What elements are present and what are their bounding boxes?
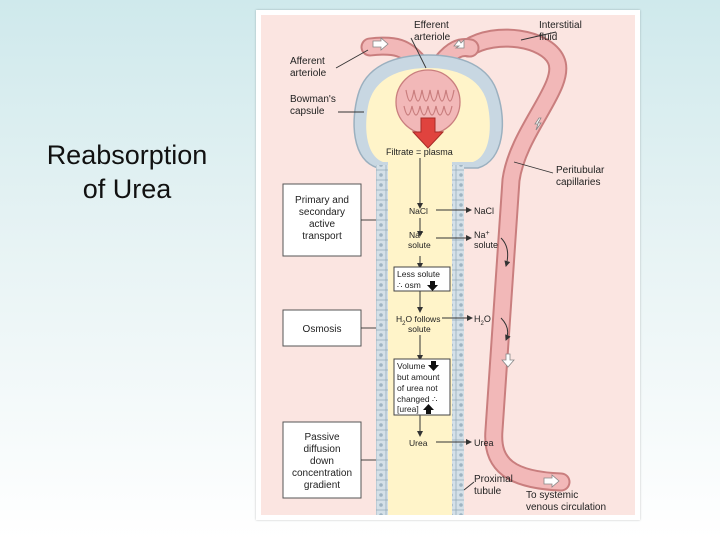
- afferent-label: Afferent: [290, 56, 325, 67]
- nephron-figure: Efferent arteriole Interstitial fluid Af…: [256, 10, 640, 520]
- less-solute-box: [393, 266, 451, 292]
- fluid-label: fluid: [539, 32, 557, 43]
- peritubular-label: Peritubular: [556, 165, 605, 176]
- passive-line-4: concentration: [292, 468, 352, 479]
- capillaries-label: capillaries: [556, 177, 600, 188]
- osm-down-arrow: [427, 281, 438, 291]
- capsule-label: capsule: [290, 106, 325, 117]
- to-systemic-label: To systemic: [526, 490, 578, 501]
- osmosis-text: Osmosis: [303, 324, 342, 335]
- passive-line-2: diffusion: [303, 444, 340, 455]
- capillary-h2o-h: H: [474, 314, 481, 324]
- osm-text: ∴ osm: [397, 280, 421, 290]
- tubule-urea: Urea: [409, 438, 428, 448]
- svg-text:H2O follows: H2O follows: [396, 314, 440, 327]
- tubule-label: tubule: [474, 486, 502, 497]
- volume-line-4: changed ∴: [397, 394, 438, 404]
- volume-urea-box: [393, 358, 451, 416]
- capillary-na: Na: [474, 230, 486, 240]
- tubule-na: Na: [409, 230, 420, 240]
- active-line-2: secondary: [299, 207, 345, 218]
- urea-up-arrow: [423, 404, 434, 414]
- nephron-diagram: Efferent arteriole Interstitial fluid Af…: [261, 15, 635, 515]
- osmosis-box: [282, 309, 362, 347]
- bowmans-label: Bowman's: [290, 94, 336, 105]
- tubule-wall-left: [376, 165, 388, 515]
- proximal-label: Proximal: [474, 474, 513, 485]
- efferent-arteriole-label: arteriole: [414, 32, 451, 43]
- h2o-solute-text: solute: [408, 324, 431, 334]
- tubule-na-solute: solute: [408, 240, 431, 250]
- less-solute-text: Less solute: [397, 269, 440, 279]
- volume-line-5: [urea]: [397, 404, 419, 414]
- active-line-1: Primary and: [295, 195, 349, 206]
- capillary-urea: Urea: [474, 438, 494, 448]
- volume-line-3: of urea not: [397, 383, 438, 393]
- svg-text:Na+: Na+: [474, 230, 490, 241]
- capillary-solute: solute: [474, 240, 498, 250]
- efferent-label: Efferent: [414, 20, 449, 31]
- filtrate-label: Filtrate = plasma: [386, 147, 453, 157]
- volume-line-2: but amount: [397, 372, 440, 382]
- volume-down-arrow: [428, 361, 439, 371]
- volume-line-1: Volume: [397, 361, 426, 371]
- slide-title: Reabsorption of Urea: [12, 138, 242, 206]
- passive-line-5: gradient: [304, 480, 340, 491]
- h2o-follows-h: H: [396, 314, 402, 324]
- filtrate-arrow: [411, 117, 445, 149]
- svg-text:H2O: H2O: [474, 314, 491, 327]
- tubule-nacl: NaCl: [409, 206, 428, 216]
- active-line-4: transport: [302, 231, 342, 242]
- slide-title-line-2: of Urea: [82, 174, 172, 204]
- interstitial-label: Interstitial: [539, 20, 582, 31]
- active-line-3: active: [309, 219, 336, 230]
- passive-line-1: Passive: [304, 432, 339, 443]
- capillary-h2o-o: O: [484, 314, 491, 324]
- tubule-wall-right: [452, 165, 464, 515]
- h2o-follows-text: O follows: [405, 314, 440, 324]
- afferent-arteriole-label: arteriole: [290, 68, 327, 79]
- venous-label: venous circulation: [526, 502, 606, 513]
- passive-line-3: down: [310, 456, 334, 467]
- active-transport-box: [282, 183, 362, 257]
- svg-text:Na+: Na+: [409, 230, 424, 240]
- capillary-nacl: NaCl: [474, 206, 494, 216]
- slide-title-line-1: Reabsorption: [46, 140, 208, 170]
- capillary-na-sup: +: [486, 230, 490, 237]
